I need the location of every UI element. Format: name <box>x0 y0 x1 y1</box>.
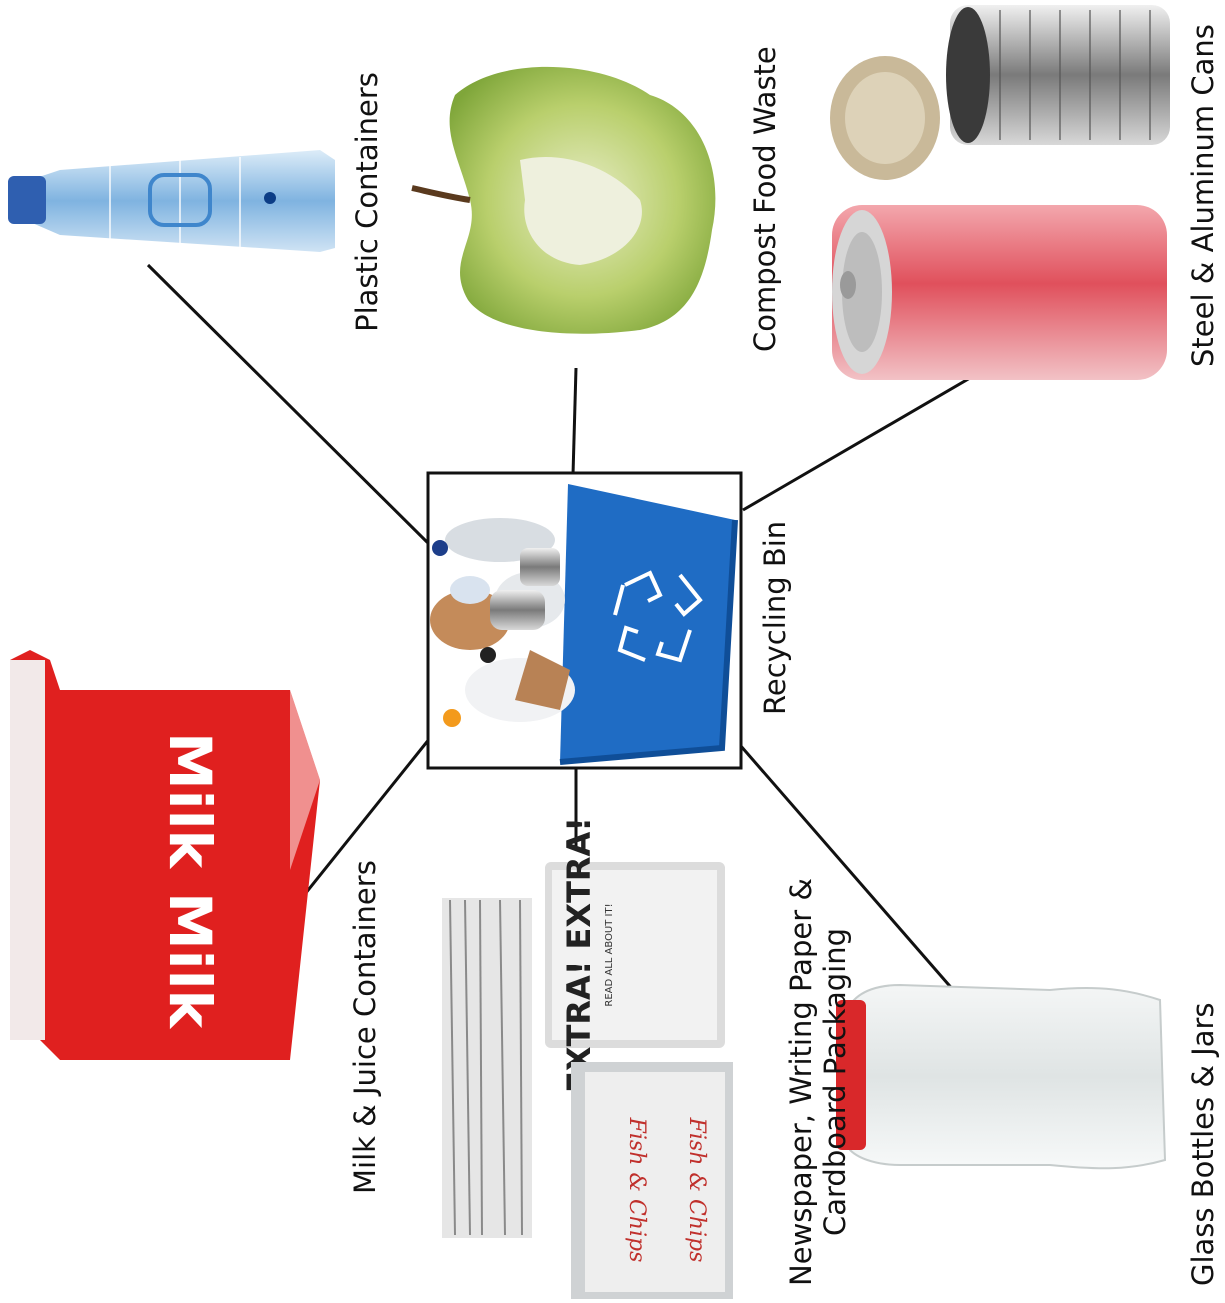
label-recycling-bin: Recycling Bin <box>758 520 792 715</box>
label-newspaper-line1: Newspaper, Writing Paper & <box>784 878 818 1286</box>
label-milk-juice-containers: Milk & Juice Containers <box>348 860 382 1194</box>
tin-can-picture <box>830 5 1170 180</box>
newspaper-headline: EXTRA! EXTRA! <box>560 817 598 1093</box>
label-plastic-containers: Plastic Containers <box>350 72 384 332</box>
newspaper-picture: EXTRA! EXTRA! READ ALL ABOUT IT! <box>545 817 725 1093</box>
milk-carton-text-2: Milk <box>156 892 224 1029</box>
connector-cans <box>742 376 971 512</box>
newspaper-subheadline: READ ALL ABOUT IT! <box>604 903 615 1006</box>
label-compost-food-waste: Compost Food Waste <box>748 46 782 352</box>
apple-core-picture <box>411 66 716 334</box>
recycling-bin-picture <box>426 471 743 770</box>
milk-carton-picture: Milk Milk <box>10 650 320 1060</box>
label-newspaper-line2: Cardboard Packaging <box>818 928 852 1237</box>
box-text-2: Fish & Chips <box>684 1117 709 1263</box>
glass-bottle-picture <box>836 983 1167 1170</box>
milk-carton-text-1: Milk <box>156 732 224 869</box>
connector-plastic <box>146 263 432 547</box>
soda-can-picture <box>832 205 1167 380</box>
fish-chips-box-picture: Fish & Chips Fish & Chips <box>571 1062 733 1299</box>
connector-compost <box>571 367 578 476</box>
connector-glass <box>738 744 977 1016</box>
label-glass-bottles-jars: Glass Bottles & Jars <box>1186 1002 1220 1286</box>
plastic-bottle-picture <box>8 150 335 252</box>
paper-stack-picture <box>442 898 532 1238</box>
label-steel-aluminum-cans: Steel & Aluminum Cans <box>1186 24 1220 367</box>
bin-contents <box>430 518 575 727</box>
recycle-symbol-icon <box>613 570 703 663</box>
label-newspaper-paper-cardboard: Newspaper, Writing Paper & Cardboard Pac… <box>784 872 854 1292</box>
box-text-1: Fish & Chips <box>624 1117 649 1263</box>
